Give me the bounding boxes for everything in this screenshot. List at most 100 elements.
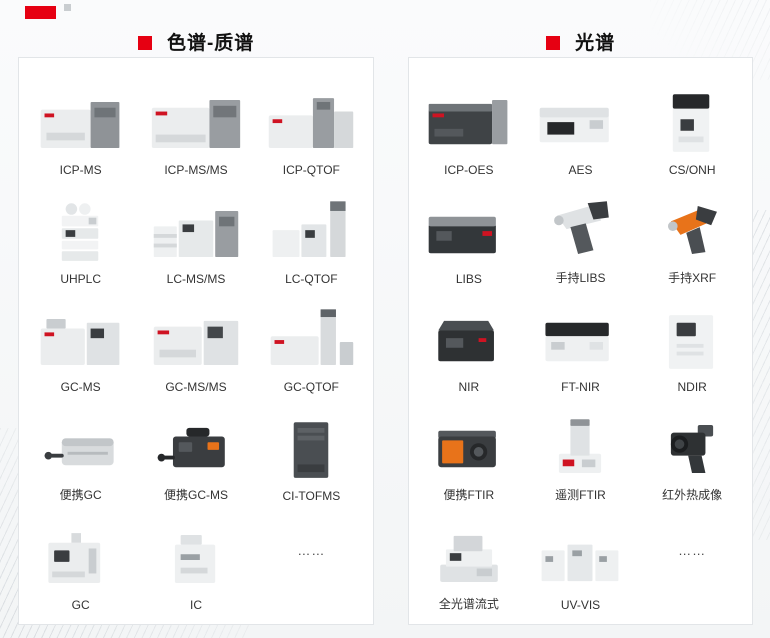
item-gc-ms-ms: GC-MS/MS — [138, 290, 253, 399]
item-lc-ms-ms: LC-MS/MS — [138, 181, 253, 290]
lc-ms-ms-image — [148, 199, 244, 269]
item-label: ICP-MS — [59, 162, 102, 177]
uhplc-image — [33, 199, 129, 269]
item-label: LIBS — [455, 271, 482, 286]
cs-onh-image — [644, 90, 740, 160]
item-handheld-libs: 手持LIBS — [525, 181, 637, 290]
panel-spectroscopy: 光谱 ICP-OES AES CS/ONH LIBS 手持LIBS 手持XRF NIR FT-… — [408, 33, 753, 625]
instrument-grid-chromatography-ms: ICP-MS ICP-MS/MS ICP-QTOF UHPLC LC-MS/MS LC-Q… — [19, 58, 373, 624]
item-label: ICP-OES — [444, 162, 494, 177]
uv-vis-image — [532, 525, 628, 595]
item-label: ICP-MS/MS — [164, 162, 228, 177]
item-uv-vis: UV-VIS — [525, 507, 637, 616]
item-label: GC — [71, 598, 90, 612]
item-label: NDIR — [677, 380, 707, 395]
item-label: CI-TOFMS — [282, 489, 341, 504]
item-aes: AES — [525, 72, 637, 181]
item-portable-gc: 便携GC — [23, 398, 138, 507]
ft-nir-image — [532, 307, 628, 377]
item-ndir: NDIR — [636, 290, 748, 399]
portable-ftir-image — [421, 413, 517, 483]
item-ic: IC — [138, 507, 253, 616]
ic-image — [148, 525, 244, 595]
icp-ms-image — [33, 90, 129, 160]
item-ci-tofms: CI-TOFMS — [254, 398, 369, 507]
item-ft-nir: FT-NIR — [525, 290, 637, 399]
panel-title-text: 色谱-质谱 — [166, 33, 255, 54]
item-gc-ms: GC-MS — [23, 290, 138, 399]
item-icp-qtof: ICP-QTOF — [254, 72, 369, 181]
brand-logo — [25, 6, 56, 19]
item-icp-ms-ms: ICP-MS/MS — [138, 72, 253, 181]
item-label: 手持LIBS — [555, 270, 606, 285]
ci-tofms-image — [263, 416, 359, 486]
panel-title-spectroscopy: 光谱 — [409, 33, 752, 55]
lc-qtof-image — [263, 199, 359, 269]
item-label: LC-MS/MS — [166, 271, 226, 286]
item-more-spectroscopy: …… — [636, 507, 748, 616]
item-telemetry-ftir: 遥测FTIR — [525, 398, 637, 507]
instrument-grid-spectroscopy: ICP-OES AES CS/ONH LIBS 手持LIBS 手持XRF NIR FT-NIR… — [409, 58, 752, 624]
ndir-image — [644, 307, 740, 377]
item-label: 便携GC-MS — [163, 488, 228, 503]
item-cs-onh: CS/ONH — [636, 72, 748, 181]
panel-chromatography-ms: 色谱-质谱 ICP-MS ICP-MS/MS ICP-QTOF UHPLC LC-MS/… — [18, 33, 374, 625]
item-more-chromatography: …… — [254, 507, 369, 616]
handheld-xrf-image — [644, 196, 740, 266]
nir-image — [421, 307, 517, 377]
portable-gc-image — [33, 413, 129, 483]
item-portable-gc-ms: 便携GC-MS — [138, 398, 253, 507]
item-portable-ftir: 便携FTIR — [413, 398, 525, 507]
item-lc-qtof: LC-QTOF — [254, 181, 369, 290]
item-icp-ms: ICP-MS — [23, 72, 138, 181]
libs-image — [421, 199, 517, 269]
item-gc: GC — [23, 507, 138, 616]
icp-qtof-image — [263, 90, 359, 160]
item-label: 手持XRF — [668, 270, 717, 285]
item-nir: NIR — [413, 290, 525, 399]
item-icp-oes: ICP-OES — [413, 72, 525, 181]
item-label: UV-VIS — [560, 598, 601, 612]
item-label: CS/ONH — [668, 162, 716, 177]
item-label: GC-MS — [60, 380, 101, 395]
panel-title-text: 光谱 — [575, 33, 616, 54]
item-label: AES — [568, 162, 593, 177]
item-ir-thermal-imaging: 红外热成像 — [636, 398, 748, 507]
item-gc-qtof: GC-QTOF — [254, 290, 369, 399]
panel-title-chromatography-ms: 色谱-质谱 — [19, 33, 373, 55]
item-label: UHPLC — [60, 271, 101, 286]
item-label: IC — [189, 598, 202, 612]
brand-mark — [64, 4, 71, 11]
telemetry-ftir-image — [532, 413, 628, 483]
item-uhplc: UHPLC — [23, 181, 138, 290]
item-label: 遥测FTIR — [555, 488, 606, 503]
icp-ms-ms-image — [148, 90, 244, 160]
item-label: LC-QTOF — [285, 271, 338, 286]
red-square-bullet-icon — [137, 36, 152, 50]
icp-oes-image — [421, 90, 517, 160]
item-label: 红外热成像 — [662, 488, 723, 503]
item-label: 全光谱流式 — [438, 597, 499, 611]
item-libs: LIBS — [413, 181, 525, 290]
gc-ms-image — [33, 307, 129, 377]
item-label: GC-QTOF — [283, 380, 339, 395]
item-label: 便携FTIR — [443, 488, 495, 503]
gc-ms-ms-image — [148, 307, 244, 377]
item-handheld-xrf: 手持XRF — [636, 181, 748, 290]
item-label: …… — [297, 542, 326, 558]
item-label: GC-MS/MS — [165, 380, 227, 395]
ir-thermal-imaging-image — [644, 413, 740, 483]
handheld-libs-image — [532, 196, 628, 266]
aes-image — [532, 90, 628, 160]
item-label: NIR — [458, 380, 480, 395]
item-label: 便携GC — [59, 488, 102, 503]
item-full-spectrum-flow: 全光谱流式 — [413, 507, 525, 616]
gc-qtof-image — [263, 307, 359, 377]
item-label: …… — [678, 542, 707, 558]
gc-image — [33, 525, 129, 595]
item-label: FT-NIR — [561, 380, 600, 395]
portable-gc-ms-image — [148, 413, 244, 483]
full-spectrum-flow-image — [421, 522, 517, 592]
item-label: ICP-QTOF — [282, 162, 340, 177]
red-square-bullet-icon — [545, 36, 560, 50]
